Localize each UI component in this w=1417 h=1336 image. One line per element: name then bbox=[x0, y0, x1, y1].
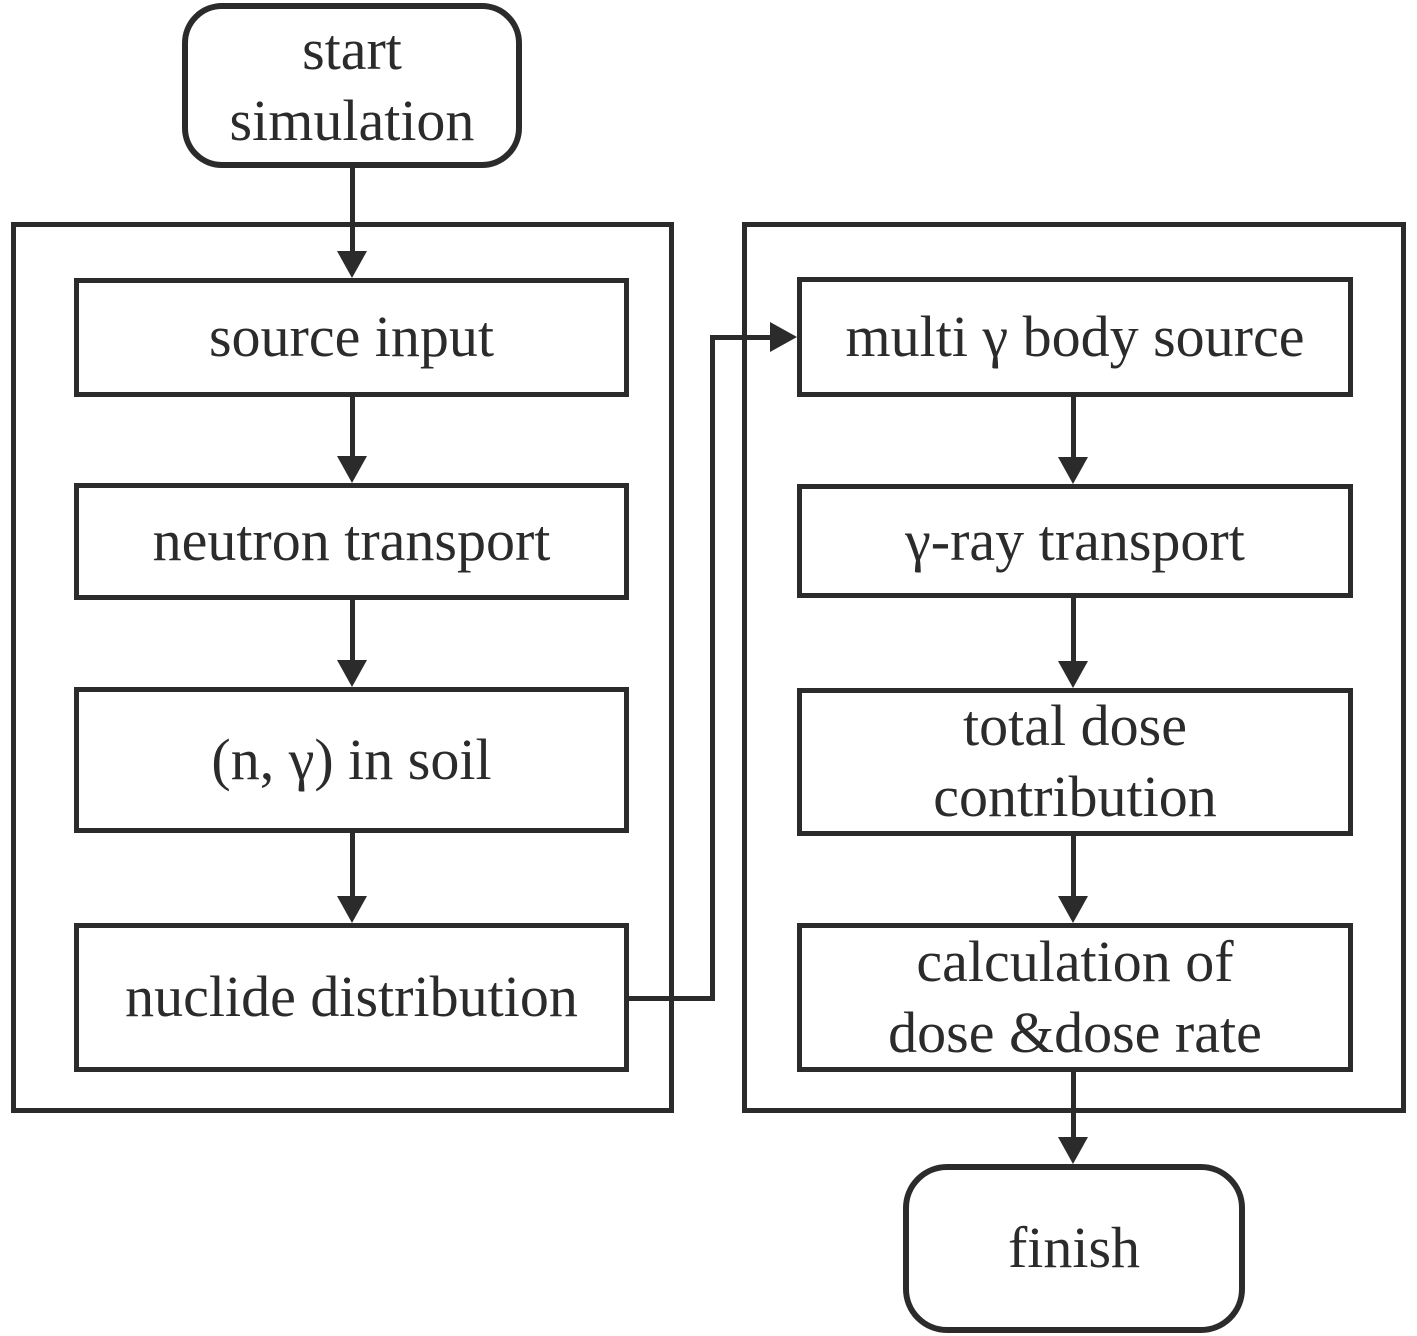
connector-nuclide-to-multi-gamma-seg3 bbox=[710, 335, 772, 340]
arrow-neutron-transport-to-n-gamma-head bbox=[337, 660, 367, 687]
finish-node-label: finish bbox=[1007, 1215, 1141, 1281]
step-nuclide-distribution-label: nuclide distribution bbox=[125, 964, 578, 1030]
step-calculation-dose-rate: calculation of dose &dose rate bbox=[797, 923, 1353, 1072]
step-multi-gamma-body-source-label: multi γ body source bbox=[845, 303, 1305, 369]
arrow-gamma-ray-to-total-dose-head bbox=[1058, 661, 1088, 688]
arrow-multi-gamma-to-gamma-ray-line bbox=[1071, 397, 1076, 460]
arrow-total-dose-to-calculation-line bbox=[1071, 836, 1076, 899]
arrow-start-to-source-input-line bbox=[350, 168, 355, 254]
step-neutron-transport: neutron transport bbox=[74, 483, 629, 600]
arrow-n-gamma-to-nuclide-distribution-head bbox=[337, 896, 367, 923]
arrow-start-to-source-input-head bbox=[337, 251, 367, 278]
step-calculation-dose-rate-label: calculation of dose &dose rate bbox=[888, 928, 1262, 1065]
step-total-dose-contribution-label: total dose contribution bbox=[933, 693, 1217, 829]
step-n-gamma-in-soil: (n, γ) in soil bbox=[74, 687, 629, 833]
arrow-multi-gamma-to-gamma-ray-head bbox=[1058, 457, 1088, 484]
start-node-label: start simulation bbox=[229, 16, 475, 153]
connector-nuclide-to-multi-gamma-seg2 bbox=[710, 335, 715, 1001]
start-node: start simulation bbox=[182, 3, 522, 168]
step-source-input-label: source input bbox=[208, 304, 495, 370]
step-n-gamma-in-soil-label: (n, γ) in soil bbox=[211, 726, 492, 792]
arrow-calculation-to-finish-head bbox=[1058, 1137, 1088, 1164]
arrow-source-input-to-neutron-transport-line bbox=[350, 397, 355, 459]
step-source-input: source input bbox=[74, 278, 629, 397]
arrow-neutron-transport-to-n-gamma-line bbox=[350, 600, 355, 663]
arrow-total-dose-to-calculation-head bbox=[1058, 896, 1088, 923]
arrow-source-input-to-neutron-transport-head bbox=[337, 456, 367, 483]
left-group-frame bbox=[11, 222, 674, 1113]
finish-node: finish bbox=[903, 1164, 1245, 1333]
step-gamma-ray-transport: γ-ray transport bbox=[797, 484, 1353, 598]
arrow-n-gamma-to-nuclide-distribution-line bbox=[350, 833, 355, 899]
step-nuclide-distribution: nuclide distribution bbox=[74, 923, 629, 1072]
arrow-calculation-to-finish-line bbox=[1071, 1072, 1076, 1140]
connector-nuclide-to-multi-gamma-seg1 bbox=[629, 996, 715, 1001]
step-neutron-transport-label: neutron transport bbox=[152, 508, 551, 574]
connector-nuclide-to-multi-gamma-head bbox=[770, 322, 797, 352]
arrow-gamma-ray-to-total-dose-line bbox=[1071, 598, 1076, 664]
step-multi-gamma-body-source: multi γ body source bbox=[797, 277, 1353, 397]
step-gamma-ray-transport-label: γ-ray transport bbox=[905, 507, 1245, 573]
step-total-dose-contribution: total dose contribution bbox=[797, 688, 1353, 836]
